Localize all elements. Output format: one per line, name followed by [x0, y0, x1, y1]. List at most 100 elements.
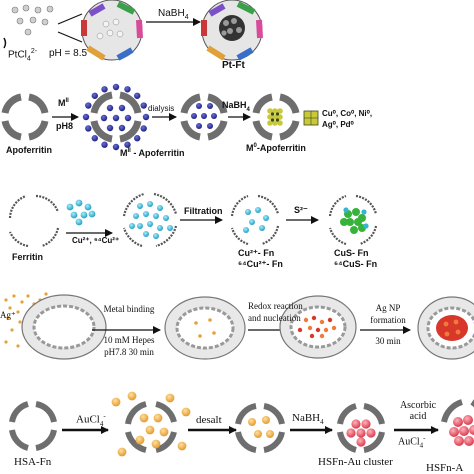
- metal-core-atom: [275, 118, 280, 122]
- row5-final-label: HSFn-A: [426, 462, 464, 474]
- mii-ion: [124, 114, 132, 122]
- cu-ion: [143, 231, 149, 237]
- row3-cu-ions: [66, 199, 96, 226]
- metal-core-atom: [277, 114, 283, 120]
- metal-core-atom: [277, 120, 283, 126]
- ag-ion: [6, 316, 10, 320]
- row4-cage2: [164, 296, 246, 360]
- mii-ion: [134, 135, 141, 142]
- cu-ion: [163, 215, 169, 221]
- cu-ion: [147, 201, 153, 207]
- cu-ion: [157, 205, 163, 211]
- row5-cluster-label: HSFn-Au cluster: [318, 456, 393, 468]
- ag-ion: [10, 328, 14, 332]
- row4-scheme: [4, 292, 474, 360]
- row4-step3-time: 30 min: [375, 336, 401, 346]
- aucl4-ion: [127, 391, 137, 401]
- aucl4-ion: [135, 435, 145, 445]
- row3-cus-core: [340, 207, 369, 234]
- row3-ferritin-label: Ferritin: [12, 252, 44, 262]
- aucl4-ion: [177, 441, 187, 451]
- row2-apoferritin-cage: [1, 93, 49, 141]
- mii-ion: [91, 135, 98, 142]
- row5-desalted-cage: [235, 403, 285, 453]
- row1-pt-ions: [11, 4, 54, 36]
- ag-ion: [4, 340, 8, 344]
- row5-reagent1-label: AuCl4-: [76, 412, 106, 428]
- cus-particle: [340, 218, 348, 226]
- cus-particle: [354, 218, 362, 226]
- mii-ion: [112, 114, 120, 122]
- cus-particle: [346, 218, 354, 226]
- aucl4-ion: [181, 407, 191, 417]
- row3-scheme: [8, 192, 378, 248]
- mii-ion: [118, 104, 126, 112]
- row2-m0-apoferritin-label: M0-Apoferritin: [246, 143, 306, 153]
- cu-ion: [153, 213, 159, 219]
- nucleation-dot: [303, 317, 309, 323]
- nucleation-dot: [297, 327, 303, 333]
- row5-au-cluster-cage: [337, 403, 385, 453]
- ag-ion: [20, 300, 24, 304]
- mii-ion: [100, 114, 108, 122]
- mii-ion: [112, 83, 120, 91]
- cu-ion: [167, 225, 173, 231]
- row1-precursor-label: PtCl42-: [8, 48, 38, 63]
- row1-product-label: Pt-Ft: [222, 60, 245, 71]
- metal-core-atom: [272, 108, 278, 114]
- row5-scheme: [9, 391, 474, 457]
- cu-ion: [363, 223, 369, 229]
- row3-ferritin-cage: [8, 194, 60, 248]
- cu-ion: [133, 213, 139, 219]
- mii-ion: [118, 124, 126, 132]
- row3-cu-ions-inside: [129, 201, 173, 239]
- row1-reagent-label: NaBH4: [158, 8, 189, 21]
- nucleation-dot: [331, 325, 337, 331]
- row1-pt-ferritin-product: [201, 0, 263, 61]
- mii-ion: [112, 143, 120, 151]
- nucleation-dot: [315, 327, 321, 333]
- row5-hsa-fn-label: HSA-Fn: [14, 456, 52, 468]
- row2-m0-core: [267, 108, 283, 126]
- cu-ion: [157, 225, 163, 231]
- nucleation-dot: [323, 327, 329, 333]
- row2-ph-label: pH8: [56, 121, 74, 131]
- row4-cage3: [279, 295, 357, 359]
- row2-apoferritin-label: Apoferritin: [6, 145, 52, 155]
- metal-core-atom: [267, 108, 273, 114]
- row2-mii-apoferritin: [180, 93, 228, 141]
- cu-ion: [147, 221, 153, 227]
- aucl4-ion: [117, 447, 127, 457]
- mii-ion: [101, 86, 108, 93]
- row2-reagent-label: NaBH4: [222, 100, 250, 113]
- cus-particle: [350, 226, 358, 234]
- row3-cu-loaded-ferritin: [122, 192, 178, 248]
- row5-reagent3-label: Ascorbic acid: [399, 400, 437, 422]
- row3-cu-fn: [230, 194, 280, 246]
- row5-gold-ion-cage: [111, 391, 191, 457]
- mii-ion: [106, 124, 114, 132]
- row2-legend-text: Cu⁰, Co⁰, Ni⁰, Ag⁰, Pd⁰: [322, 109, 373, 129]
- row2-scheme: [1, 83, 319, 151]
- row3-cufn-label: Cu²⁺- Fn ⁶⁴Cu²⁺- Fn: [238, 248, 283, 269]
- row3-ions-label: Cu²⁺, ⁶⁴Cu²⁺: [72, 236, 120, 245]
- ag-ion: [8, 306, 12, 310]
- mii-ion: [124, 141, 131, 148]
- row5-gold-ions: [111, 391, 191, 457]
- metal-core-atom: [267, 120, 273, 126]
- row2-legend-core-icon: [303, 110, 319, 126]
- mii-ion: [91, 92, 98, 99]
- row4-step1-label: Metal binding: [103, 304, 155, 314]
- row4-ag-ion-label: Ag⁺: [0, 310, 16, 320]
- mii-ion: [140, 102, 147, 109]
- aucl4-ion: [139, 413, 149, 423]
- nucleation-dot: [307, 325, 313, 331]
- cu-ion: [137, 203, 143, 209]
- aucl4-ion: [165, 393, 175, 403]
- mii-ion: [101, 141, 108, 148]
- mii-ion: [140, 125, 147, 132]
- nucleation-dot: [319, 333, 325, 339]
- nucleation-dot: [311, 315, 317, 321]
- metal-core-atom: [267, 114, 273, 120]
